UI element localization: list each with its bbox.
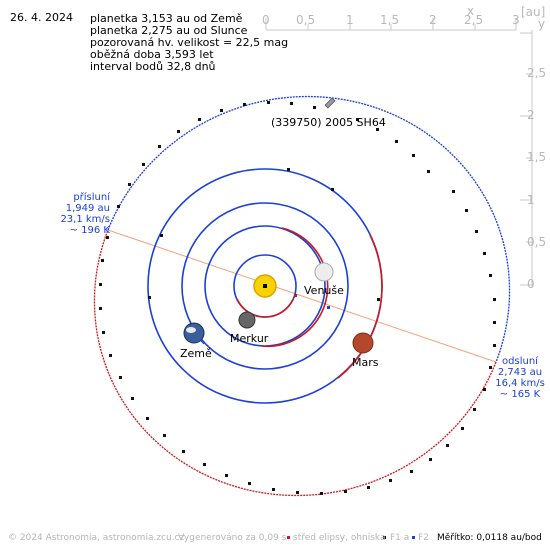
- legend-f1-mark: [383, 536, 386, 539]
- perihelion-temp: ~ 196 K: [69, 225, 110, 236]
- focus-f2-marker: [327, 306, 330, 309]
- earth-orbit: [181, 202, 349, 370]
- earth-clouds: [186, 327, 196, 333]
- y-tick-label: 2,5: [527, 66, 547, 80]
- footer-legend-f1: F1 a: [390, 533, 410, 543]
- aphelion-speed: 16,4 km/s: [495, 378, 545, 389]
- y-tick-label: 1,5: [527, 150, 547, 164]
- axis-unit-label: [au]: [521, 5, 546, 19]
- asteroid-orbit-north: [107, 95, 511, 363]
- venus-label: Venuše: [304, 284, 344, 297]
- asteroid-orbit-south: [93, 229, 497, 497]
- mars-planet: [352, 332, 374, 354]
- x-tick-label: 2,5: [464, 13, 484, 27]
- mars-label: Mars: [352, 356, 379, 369]
- asteroid-interval-points: [99, 101, 496, 495]
- y-axis-label: y: [538, 17, 546, 31]
- earth-pointer: [199, 339, 205, 345]
- x-tick-label: 2: [429, 13, 437, 27]
- aphelion-title: odsluní: [502, 356, 538, 367]
- x-tick-label: 3: [512, 13, 520, 27]
- footer-copyright: © 2024 Astronomia, astronomia.zcu.cz: [8, 533, 185, 543]
- y-tick-label: 1: [527, 193, 535, 207]
- x-tick-label: 1: [346, 13, 354, 27]
- aphelion-distance: 2,743 au: [497, 367, 543, 378]
- earth-planet: [183, 322, 205, 344]
- footer-legend-f2: F2: [418, 533, 429, 543]
- info-panel: planetka 3,153 au od Země planetka 2,275…: [90, 13, 288, 73]
- perihelion-speed: 23,1 km/s: [60, 214, 110, 225]
- venus-orbit-south-arc: [261, 227, 329, 348]
- y-tick-label: 0: [527, 277, 535, 291]
- x-axis-ticks: [265, 18, 517, 30]
- perihelion-title: přísluní: [73, 192, 110, 203]
- asteroid-marker: [324, 97, 336, 109]
- y-axis-ticks: [520, 32, 532, 286]
- venus-planet: [314, 262, 334, 282]
- footer-generated: Vygenerováno za 0,09 s: [178, 533, 287, 543]
- y-tick-label: 0,5: [527, 235, 547, 249]
- mars-orbit-south-arc: [337, 234, 383, 379]
- y-tick-label: 2: [527, 108, 535, 122]
- x-axis-label: x: [467, 4, 475, 18]
- footer-scale: Měřítko: 0,0118 au/bod: [437, 533, 542, 543]
- info-line-period: oběžná doba 3,593 let: [90, 48, 214, 61]
- aphelion-temp: ~ 165 K: [499, 389, 541, 400]
- earth-label: Země: [180, 347, 212, 360]
- mercury-orbit-south-arc: [236, 298, 294, 318]
- perihelion-distance: 1,949 au: [65, 203, 110, 214]
- focus-f1-marker: [263, 284, 267, 288]
- info-line-interval: interval bodů 32,8 dnů: [90, 60, 216, 73]
- info-line-magnitude: pozorovaná hv. velikost = 22,5 mag: [90, 36, 289, 49]
- x-tick-label: 0,5: [296, 13, 316, 27]
- perihelion-info: přísluní 1,949 au 23,1 km/s ~ 196 K: [58, 192, 110, 236]
- ellipse-center-marker: [294, 294, 297, 297]
- info-line-earth-distance: planetka 3,153 au od Země: [90, 12, 243, 25]
- mars-interval-points: [148, 168, 380, 301]
- mercury-planet: [238, 311, 256, 329]
- footer-legend-center: střed elipsy, ohniska: [293, 533, 386, 543]
- info-line-sun-distance: planetka 2,275 au od Slunce: [90, 24, 248, 37]
- date-label: 26. 4. 2024: [10, 11, 73, 24]
- asteroid-label: (339750) 2005 SH64: [271, 116, 386, 129]
- aphelion-info: odsluní 2,743 au 16,4 km/s ~ 165 K: [494, 356, 546, 400]
- mercury-label: Merkur: [230, 332, 269, 345]
- legend-center-mark: [287, 536, 290, 539]
- x-tick-label: 1,5: [380, 13, 400, 27]
- apsis-line: [107, 229, 497, 363]
- x-tick-label: 0: [262, 13, 270, 27]
- legend-f2-mark: [412, 536, 415, 539]
